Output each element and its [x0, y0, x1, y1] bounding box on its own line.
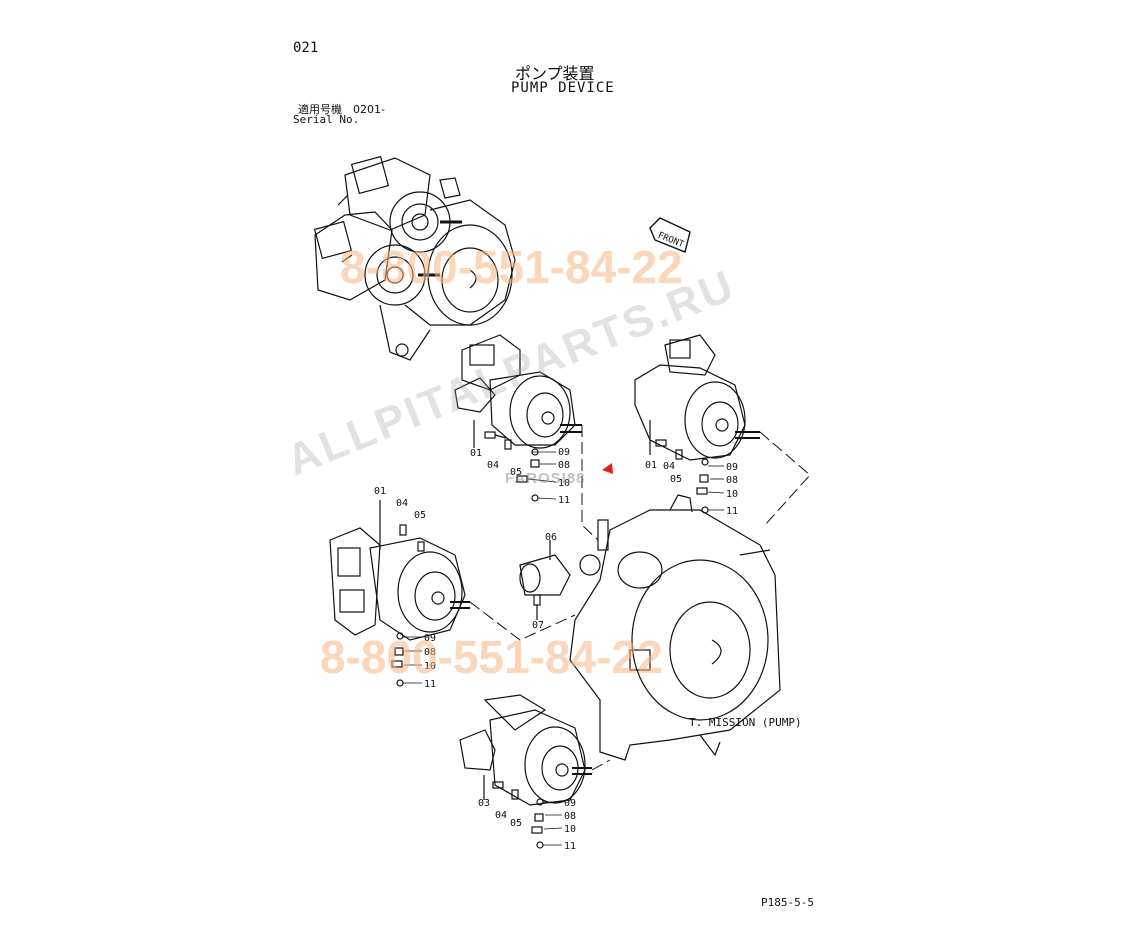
callout-a-10: 10 [558, 478, 570, 489]
page-code: 021 [293, 40, 319, 56]
callout-a-11: 11 [558, 495, 570, 506]
callout-b-08: 08 [726, 475, 738, 486]
mount-chain-lines [469, 425, 811, 771]
callout-c-04: 04 [396, 498, 408, 509]
pump-b [634, 334, 760, 514]
watermark-phone-top: 8-800-551-84-22 [340, 241, 683, 293]
title-japanese: ポンプ装置 [515, 64, 595, 83]
callout-b-10: 10 [726, 489, 738, 500]
callout-b-04: 04 [663, 461, 675, 472]
assembled-pump-view [313, 155, 516, 361]
serial-label-japanese: 適用号機 0201- [298, 103, 385, 116]
small-pump-06 [519, 540, 571, 620]
watermark-phone-bottom: 8-800-551-84-22 [320, 631, 663, 683]
callout-a-05: 05 [510, 467, 522, 478]
callout-d-09: 09 [564, 798, 576, 809]
transmission-label: T. MISSION (PUMP) [689, 716, 802, 729]
callout-c-10: 10 [424, 661, 436, 672]
callout-a-09: 09 [558, 447, 570, 458]
callout-c-01: 01 [374, 486, 386, 497]
callout-b-09: 09 [726, 462, 738, 473]
pump-a [454, 334, 582, 502]
callout-a-08: 08 [558, 460, 570, 471]
callout-c-05: 05 [414, 510, 426, 521]
callout-b-11: 11 [726, 506, 738, 517]
callout-b-01: 01 [645, 460, 657, 471]
callout-d-05: 05 [510, 818, 522, 829]
callout-d-08: 08 [564, 811, 576, 822]
callouts: 01 04 05 09 08 10 11 01 04 05 09 08 10 1… [374, 447, 738, 852]
callout-a-01: 01 [470, 448, 482, 459]
callout-b-05: 05 [670, 474, 682, 485]
callout-c-11: 11 [424, 679, 436, 690]
callout-a-04: 04 [487, 460, 499, 471]
title-english: PUMP DEVICE [511, 80, 615, 96]
callout-c-08: 08 [424, 647, 436, 658]
callout-d-11: 11 [564, 841, 576, 852]
callout-c-09: 09 [424, 633, 436, 644]
serial-label-english: Serial No. [293, 113, 360, 126]
callout-d-10: 10 [564, 824, 576, 835]
watermark-code: FAROSI88 [505, 470, 586, 487]
transmission-housing [569, 494, 781, 761]
sheet-code: P185-5-5 [761, 896, 814, 909]
pump-c [329, 500, 470, 687]
callout-e-07: 07 [532, 620, 544, 631]
red-marker [602, 463, 613, 474]
callout-e-06: 06 [545, 532, 557, 543]
pump-d [459, 694, 592, 849]
callout-d-03: 03 [478, 798, 490, 809]
callout-leaders [403, 451, 725, 846]
callout-d-04: 04 [495, 810, 507, 821]
